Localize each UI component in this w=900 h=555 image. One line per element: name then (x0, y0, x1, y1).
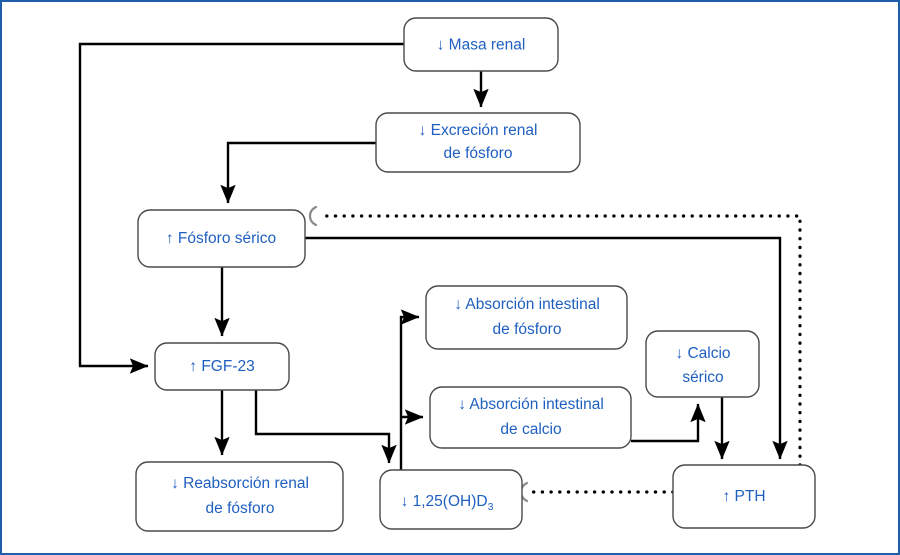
node-calcio-serico-label-2: sérico (682, 369, 723, 386)
node-excrecion-renal-label-1: ↓ Excreción renal (419, 122, 538, 139)
edge-excrecion-renal-to-fosforo-serico (220, 141, 376, 204)
node-fosforo-serico-label-1: ↑ Fósforo sérico (166, 230, 276, 247)
edge-pth-inhibits-fosforo-serico (308, 205, 802, 467)
node-fgf-23-box[interactable] (154, 342, 290, 391)
node-excrecion-renal-label-2: de fósforo (444, 145, 513, 162)
node-vitamina-d-1-25-oh-d3[interactable]: ↓ 1,25(OH)D3 (379, 469, 523, 530)
node-excrecion-renal-fosforo[interactable]: ↓ Excreción renal de fósforo (375, 112, 581, 173)
node-pth-box[interactable] (672, 464, 816, 529)
edge-pth-inhibits-vitamina-d (519, 481, 675, 503)
node-reabsorcion-renal-box[interactable] (135, 461, 344, 532)
node-masa-renal[interactable]: ↓ Masa renal (403, 17, 559, 72)
node-fosforo-serico-box[interactable] (137, 209, 306, 268)
node-vitamina-d-label-subscript: 3 (488, 501, 494, 513)
node-excrecion-renal-box[interactable] (375, 112, 581, 173)
node-vitamina-d-box[interactable] (379, 469, 523, 530)
node-vitamina-d-label-1: ↓ 1,25(OH)D3 (401, 493, 494, 513)
node-calcio-serico[interactable]: ↓ Calcio sérico (645, 330, 760, 398)
node-reabsorcion-renal-fosforo[interactable]: ↓ Reabsorción renal de fósforo (135, 461, 344, 532)
node-reabsorcion-renal-label-2: de fósforo (206, 500, 275, 517)
node-absorcion-intestinal-calcio[interactable]: ↓ Absorción intestinal de calcio (429, 386, 632, 449)
node-pth-label-1: ↑ PTH (722, 488, 765, 505)
node-fgf-23[interactable]: ↑ FGF-23 (154, 342, 290, 391)
edge-absorcion-calcio-to-calcio-serico (631, 403, 706, 443)
edge-fgf23-to-vitamina-d (254, 390, 397, 464)
node-absorcion-intestinal-fosforo[interactable]: ↓ Absorción intestinal de fósforo (425, 285, 628, 350)
node-fosforo-serico[interactable]: ↑ Fósforo sérico (137, 209, 306, 268)
node-masa-renal-label-1: ↓ Masa renal (437, 37, 526, 54)
node-absorcion-calcio-box[interactable] (429, 386, 632, 449)
node-fgf-23-label-1: ↑ FGF-23 (189, 358, 254, 375)
node-absorcion-calcio-label-2: de calcio (500, 421, 561, 438)
node-vitamina-d-label-main: ↓ 1,25(OH)D (401, 493, 488, 510)
node-pth[interactable]: ↑ PTH (672, 464, 816, 529)
edge-vitamina-d-to-absorcion-fosforo (399, 309, 420, 470)
edge-masa-renal-to-fgf23 (78, 42, 404, 374)
node-absorcion-fosforo-label-1: ↓ Absorción intestinal (454, 296, 600, 313)
node-calcio-serico-box[interactable] (645, 330, 760, 398)
node-masa-renal-box[interactable] (403, 17, 559, 72)
node-absorcion-fosforo-label-2: de fósforo (493, 321, 562, 338)
node-absorcion-fosforo-box[interactable] (425, 285, 628, 350)
node-absorcion-calcio-label-1: ↓ Absorción intestinal (458, 396, 604, 413)
node-calcio-serico-label-1: ↓ Calcio (675, 345, 730, 362)
node-reabsorcion-renal-label-1: ↓ Reabsorción renal (171, 475, 309, 492)
edge-fosforo-serico-to-pth (305, 236, 788, 460)
